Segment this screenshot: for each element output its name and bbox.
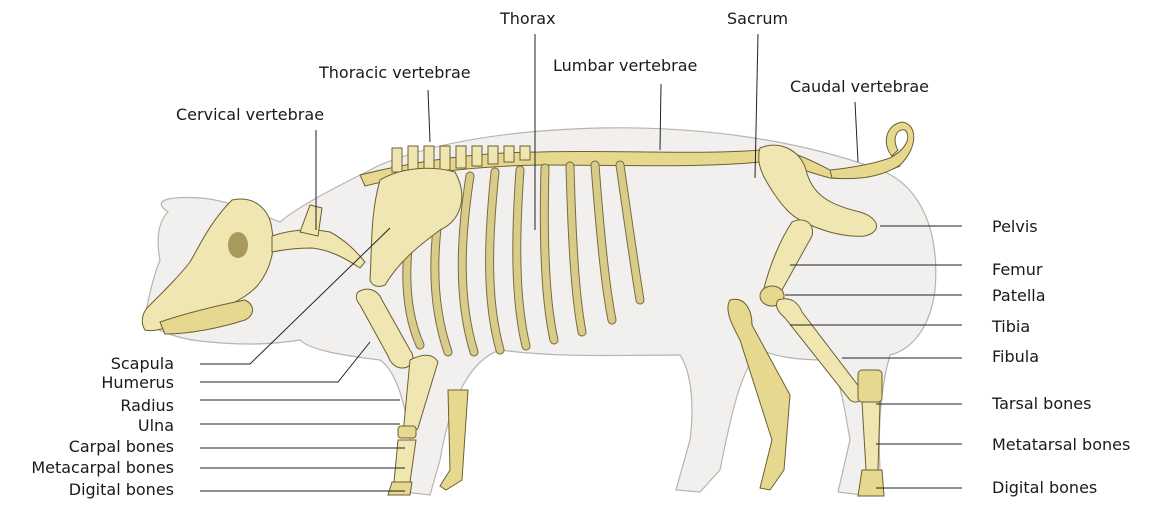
label-metatarsal-bones: Metatarsal bones: [992, 436, 1130, 454]
tail-vertebrae: [830, 122, 914, 179]
label-patella: Patella: [992, 287, 1046, 305]
label-tarsal-bones: Tarsal bones: [992, 395, 1091, 413]
label-cervical-vertebrae: Cervical vertebrae: [176, 106, 324, 124]
fore-digits-shape: [388, 482, 412, 495]
label-humerus: Humerus: [101, 374, 174, 392]
label-carpal-bones: Carpal bones: [69, 438, 174, 456]
label-digital-bones-hind: Digital bones: [992, 479, 1097, 497]
label-tibia: Tibia: [992, 318, 1030, 336]
label-thoracic-vertebrae: Thoracic vertebrae: [319, 64, 471, 82]
label-pelvis: Pelvis: [992, 218, 1038, 236]
carpal-shape: [398, 426, 416, 438]
label-ulna: Ulna: [138, 417, 174, 435]
label-scapula: Scapula: [111, 355, 174, 373]
label-femur: Femur: [992, 261, 1042, 279]
label-sacrum: Sacrum: [727, 10, 788, 28]
label-digital-bones-fore: Digital bones: [69, 481, 174, 499]
label-radius: Radius: [120, 397, 174, 415]
label-fibula: Fibula: [992, 348, 1039, 366]
label-lumbar-vertebrae: Lumbar vertebrae: [553, 57, 697, 75]
label-caudal-vertebrae: Caudal vertebrae: [790, 78, 929, 96]
tarsal-shape: [858, 370, 882, 402]
eye-socket: [228, 232, 248, 258]
label-metacarpal-bones: Metacarpal bones: [31, 459, 174, 477]
hind-digits-shape: [858, 470, 884, 496]
label-thorax: Thorax: [500, 10, 556, 28]
